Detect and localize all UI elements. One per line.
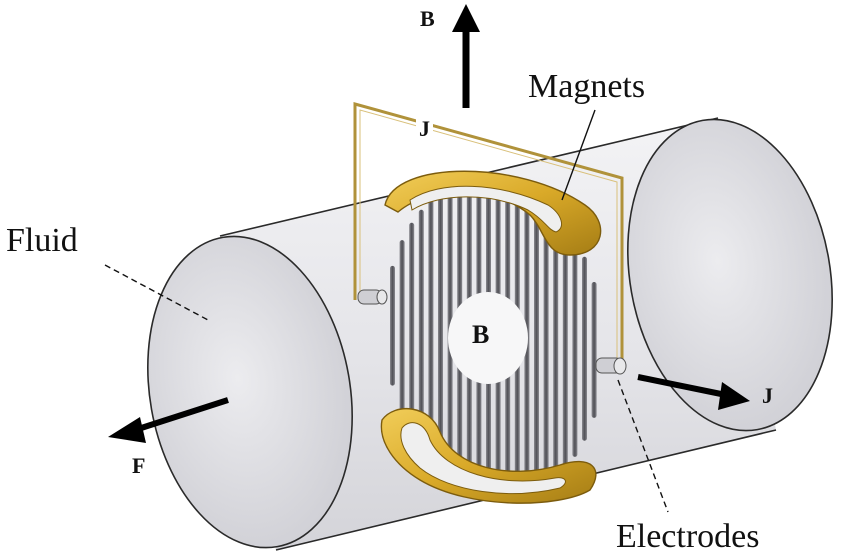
- arrow-j-right: [637, 374, 750, 410]
- electrodes-leader-line: [617, 379, 669, 513]
- grid-bar: [543, 202, 549, 486]
- magnet-bottom: [380, 407, 597, 504]
- wire-loop: [353, 102, 624, 370]
- magnet-top: [384, 170, 602, 256]
- electrode-right: [595, 357, 627, 375]
- grid-bar: [390, 265, 395, 386]
- grid-bar: [582, 256, 587, 441]
- arrow-b-up: [452, 4, 480, 108]
- grid-bar: [562, 224, 568, 469]
- label-magnets: Magnets: [528, 68, 646, 105]
- grid-bar: [572, 238, 578, 457]
- cylinder-left-cap: [147, 235, 353, 549]
- grid-bar: [534, 195, 539, 491]
- grid-bar: [418, 209, 424, 449]
- label-fluid: Fluid: [6, 222, 78, 259]
- label-f: F: [132, 453, 146, 478]
- electrode-grid: [390, 177, 597, 499]
- label-electrodes: Electrodes: [616, 518, 760, 555]
- arrow-f: [108, 397, 229, 443]
- electrode-left: [357, 289, 388, 305]
- grid-bar: [438, 192, 443, 471]
- label-j-top: J: [416, 118, 433, 140]
- cylinder-right-cap: [627, 118, 833, 432]
- wire-loop-inner: [359, 109, 618, 370]
- label-b-center: B: [472, 320, 490, 349]
- magnets-leader-line: [561, 109, 596, 201]
- label-j-right: J: [762, 383, 773, 408]
- grid-bar: [553, 212, 559, 479]
- grid-bar: [399, 240, 405, 414]
- grid-bar: [409, 222, 415, 434]
- grid-bar: [591, 282, 597, 418]
- label-b-top: B: [420, 6, 435, 31]
- center-field-spot: [448, 292, 528, 384]
- grid-bar: [428, 199, 434, 461]
